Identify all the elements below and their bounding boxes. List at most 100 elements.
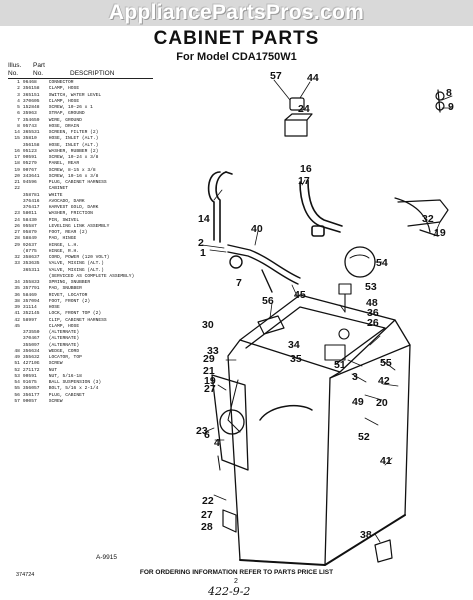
description-cell: VALVE, MIXING (ALT.)	[48, 261, 104, 267]
part-no-cell: 90591	[22, 373, 37, 379]
watermark-banner: AppliancePartsPros.com	[0, 0, 473, 26]
description-cell: LOCK, FRONT TOP (2)	[48, 311, 102, 317]
description-cell: VALVE, MIXING (ALT.)	[48, 267, 104, 273]
callout-40: 40	[251, 223, 263, 235]
part-no-cell: 58430	[22, 217, 37, 223]
callout-6: 6	[204, 429, 210, 441]
description-cell: (ALTERNATE)	[48, 336, 80, 342]
illus-no-cell: 28	[14, 236, 20, 242]
callout-17: 17	[298, 175, 310, 187]
description-cell: HOSE, INLET (ALT.)	[48, 142, 99, 148]
description-cell: (ALTERNATE)	[48, 342, 80, 348]
description-cell: WASHER, RUBBER (2)	[48, 148, 99, 154]
bracket-drawing	[284, 97, 313, 137]
callout-20: 20	[376, 397, 388, 409]
front-panel-drawing	[211, 374, 249, 471]
part-no-cell: (8775	[22, 248, 37, 254]
part-no-cell: 376417	[22, 205, 40, 210]
callout-42: 42	[378, 375, 390, 387]
header-rule	[8, 78, 153, 79]
part-no-cell: 365311	[22, 267, 40, 273]
illus-no-cell: 20	[14, 173, 20, 179]
part-no-cell: 90591	[22, 155, 37, 160]
illus-no-cell: 55	[14, 386, 20, 392]
description-cell: SCREW, 8-15 x 3/8	[48, 167, 96, 173]
illus-no-cell: 23	[14, 211, 20, 217]
callout-22: 22	[202, 495, 214, 507]
description-cell: BOLT, 5/16 x 2-1/4	[48, 386, 99, 392]
description-cell: FOOT, FRONT (2)	[48, 298, 91, 304]
illus-no-cell: 56	[14, 392, 20, 398]
drain-hose-drawing	[207, 171, 233, 243]
parts-row: 355097(ALTERNATE)	[8, 343, 168, 349]
description-cell: AVOCADO, DARK	[48, 198, 85, 204]
illus-no-cell: 3	[17, 92, 20, 98]
description-cell: BALL SUSPENSION (3)	[48, 380, 102, 385]
parts-row: 370467(ALTERNATE)	[8, 336, 168, 342]
col-part-line1: Part	[33, 62, 45, 69]
callout-45: 45	[294, 289, 306, 301]
part-no-cell: 31114	[22, 305, 37, 310]
callout-4: 4	[214, 437, 220, 449]
callout-28: 28	[201, 521, 213, 533]
description-cell: CORD, POWER (120 VOLT)	[48, 255, 110, 260]
illus-no-cell: 16	[14, 148, 20, 154]
illus-no-cell: 36	[14, 292, 20, 298]
part-no-cell: 58011	[22, 211, 37, 217]
parts-row: 373550 (ALTERNATE)	[8, 330, 168, 336]
part-no-cell: 358637	[22, 255, 40, 260]
callout-52: 52	[358, 431, 370, 443]
part-no-cell: 370605	[22, 98, 40, 104]
callout-21: 21	[203, 365, 215, 377]
description-cell: FOOT, REAR (2)	[48, 230, 88, 235]
illus-no-cell: 45	[14, 323, 20, 329]
description-cell: PAD, HINGE	[48, 236, 77, 242]
part-no-cell: 42710G	[22, 361, 40, 367]
illus-no-cell: 33	[14, 261, 20, 267]
part-no-cell: 35810	[22, 136, 37, 142]
part-no-cell: 365531	[22, 130, 40, 135]
callout-16: 16	[300, 163, 312, 175]
description-cell: NUT	[48, 367, 58, 373]
part-no-cell: 343641	[22, 173, 40, 179]
callout-49: 49	[352, 396, 364, 408]
part-no-cell: 95743	[22, 123, 37, 129]
description-cell: (ALTERNATE)	[48, 330, 80, 335]
illus-no-cell: 34	[14, 280, 20, 285]
power-cord-drawing	[394, 197, 449, 237]
document-number: 374724	[16, 572, 35, 578]
part-no-cell: 373550	[22, 330, 40, 335]
description-cell: SCREEN, FILTER (2)	[48, 130, 99, 135]
illus-no-cell: 15	[14, 136, 20, 142]
part-no-cell: 352145	[22, 311, 40, 317]
callout-55: 55	[380, 357, 392, 369]
description-cell: PLUG, CABINET HARNESS	[48, 180, 107, 185]
description-cell: PAD, SNUBBER	[48, 286, 82, 292]
illus-no-cell: 4	[17, 98, 20, 104]
foot-drawing	[222, 509, 393, 563]
part-no-cell: 353635	[22, 261, 40, 267]
